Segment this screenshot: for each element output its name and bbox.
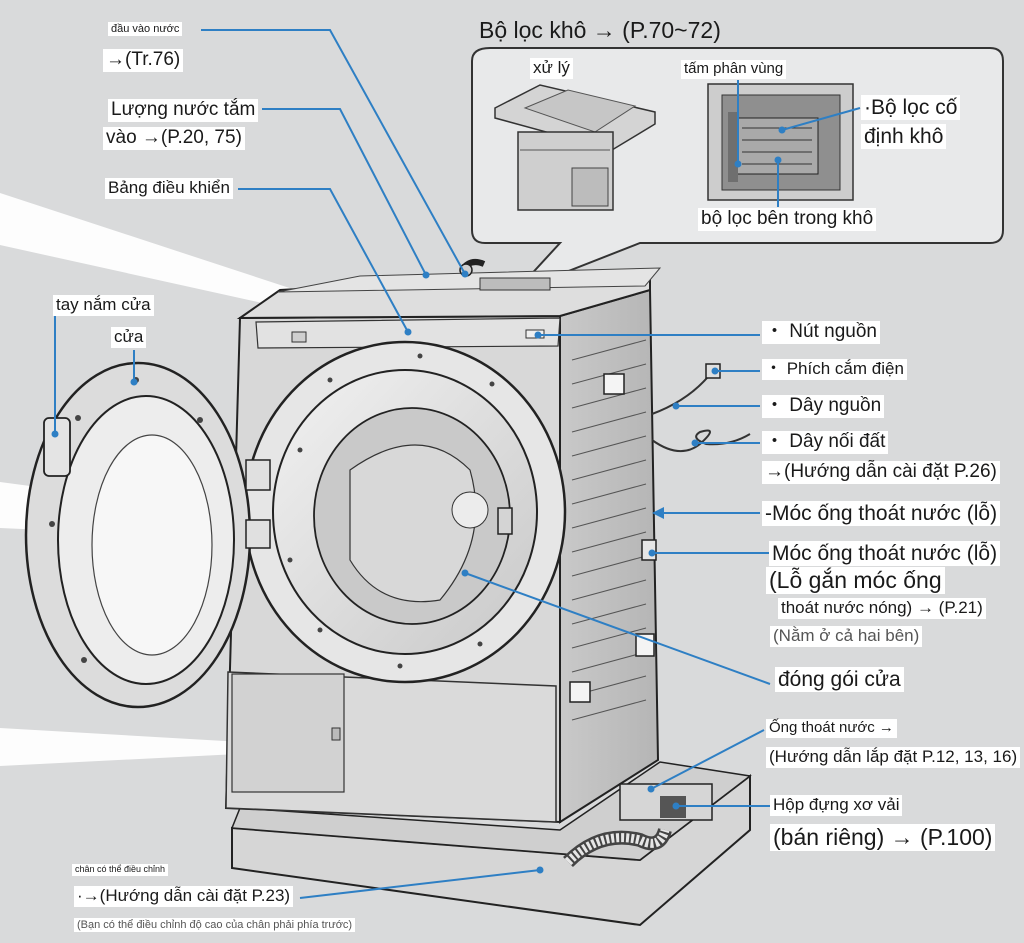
- leader-drain-hose: [650, 729, 765, 790]
- label-both-sides: (Nằm ở cả hai bên): [770, 626, 923, 647]
- leader-arrowheads: [51, 126, 786, 874]
- label-adjustable-leg-note: (Bạn có thể điều chỉnh độ cao của chân p…: [74, 918, 356, 933]
- leader-fixed-filter: [781, 107, 861, 131]
- label-dry-filter: Bộ lọc khô → (P.70~72): [479, 17, 721, 43]
- label-door: cửa: [111, 327, 147, 348]
- washing-machine: [24, 259, 752, 927]
- label-bath-water-line1: Lượng nước tắm: [108, 99, 259, 122]
- label-power-plug: ・ Phích cắm điện: [762, 359, 907, 380]
- label-adjustable-leg: chân có thể điều chỉnh: [72, 864, 169, 876]
- leader-water-inlet: [201, 29, 466, 275]
- label-partition: tấm phân vùng: [681, 60, 787, 79]
- label-lint-box: Hộp đựng xơ vải: [770, 795, 903, 816]
- leader-lines: [54, 29, 861, 899]
- label-inner-filter: bộ lọc bên trong khô: [698, 208, 877, 231]
- label-control-panel: Bảng điều khiển: [105, 178, 233, 199]
- label-drain-hook-2: Móc ống thoát nước (lỗ): [769, 541, 1001, 567]
- label-drain-hook-1: -Móc ống thoát nước (lỗ): [762, 501, 1001, 527]
- leader-adj-leg: [299, 869, 541, 899]
- label-fixed-filter-line2: định khô: [861, 124, 947, 150]
- label-water-inlet: đầu vào nước: [108, 22, 183, 37]
- label-hot-hook-line1: (Lỗ gắn móc ống: [766, 567, 945, 595]
- label-power-cord: ・ Dây nguồn: [762, 395, 885, 418]
- label-adjustable-leg-ref: ·→(Hướng dẫn cài đặt P.23): [74, 886, 294, 907]
- label-power-button: ・ Nút nguồn: [762, 321, 880, 344]
- label-drain-hose-ref: (Hướng dẫn lắp đặt P.12, 13, 16): [766, 747, 1021, 768]
- label-bath-water-line2: vào →(P.20, 75): [103, 127, 245, 150]
- label-fixed-filter-line1: ·Bộ lọc cố: [861, 95, 961, 121]
- leader-door-seal: [464, 572, 771, 685]
- label-door-handle: tay nắm cửa: [53, 295, 154, 316]
- label-drain-hose: Ống thoát nước →: [766, 719, 897, 738]
- label-door-seal: đóng gói cửa: [775, 667, 904, 693]
- leader-bath-water: [262, 108, 427, 276]
- label-hot-hook-line2: thoát nước nóng) → (P.21): [778, 598, 986, 619]
- label-handle: xử lý: [530, 58, 573, 79]
- label-ground-wire: ・ Dây nối đất: [762, 431, 889, 454]
- label-lint-box-ref: (bán riêng) → (P.100): [770, 824, 996, 852]
- leader-control-panel: [238, 188, 409, 333]
- label-ground-ref: →(Hướng dẫn cài đặt P.26): [762, 461, 1000, 484]
- label-water-inlet-ref: →(Tr.76): [103, 49, 184, 72]
